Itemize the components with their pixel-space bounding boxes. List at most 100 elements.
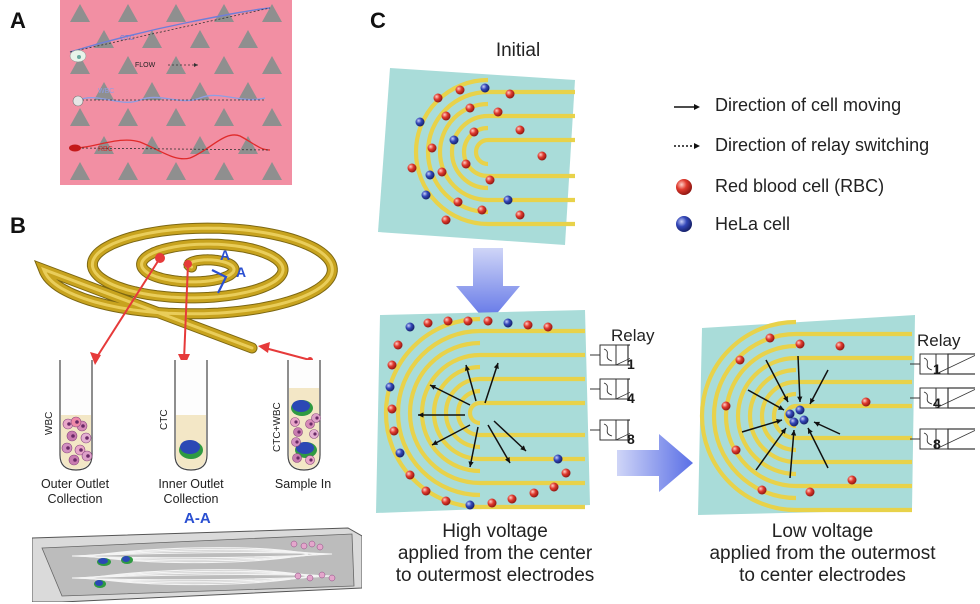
arrow-head [418,412,424,418]
cell-movement-arrows [418,362,527,468]
pillar [94,82,114,100]
flow-label: FLOW [135,62,156,69]
rbc-cell [393,340,403,350]
rbc-cell [421,486,431,496]
flow-arrow-head [194,63,198,67]
rbc-cell [465,103,475,113]
wbc-nucleus [309,458,313,462]
relay-number: 8 [627,431,635,447]
electrode-array [413,77,575,227]
rbc-cell [537,151,547,161]
rbc-cell [461,159,471,169]
ctc-label: CTC [120,35,134,42]
tube-side-label: CTC [159,409,170,430]
electrode-arc [747,367,797,465]
rbc-cell [477,205,487,215]
legend-hela: HeLa cell [715,214,791,234]
hela-cell [395,448,405,458]
panel-c-label: C [370,8,386,33]
chip-substrate [698,315,915,515]
outer-outlet-arrow [94,257,161,361]
pillar [166,108,186,126]
rbc-cell [805,487,815,497]
relay-diagonal [935,389,975,409]
section-marker-bottom: A [236,264,246,280]
electrode-arc [443,376,481,450]
hela-cell [405,322,415,332]
hela-cell [799,415,809,425]
relay-winding [603,382,613,396]
electrode-arc [723,343,797,489]
pillar [214,108,234,126]
arrow-head [790,430,797,436]
legend-icons [674,104,700,232]
initial-label: Initial [495,40,541,61]
rbc-cell [515,210,525,220]
pillar [118,4,138,22]
movement-arrow [484,362,499,404]
rbc-cell [387,360,397,370]
pillar [262,56,282,74]
relay-diagonal [615,432,630,441]
wbc-trajectory [77,94,266,103]
electrode-arc [449,113,489,191]
relay-diagonal [935,355,975,375]
ctc-nucleus [77,55,81,59]
rbc-reference-line [77,147,271,151]
electrode-arc [467,400,481,426]
wbc-cells [61,416,93,466]
rbc-cell [423,318,433,328]
panel-a-diagram: CTC FLOW WBC RBC [60,0,292,185]
chip-low-voltage [698,315,975,515]
rbc-cell [463,316,473,326]
wbc-nucleus [79,448,83,452]
ctc-nucleus-blue [296,442,314,454]
panel-b-tubes: WBC CTC CTC+WBC [44,360,321,471]
rbc-cell [731,445,741,455]
relay-block [910,353,975,450]
pillar [238,30,258,48]
sample-in-arrow [264,347,311,361]
electrode-arc [407,340,481,486]
wbc-label: WBC [98,88,114,95]
wbc-nucleus [294,420,298,424]
rbc-cell [835,341,845,351]
movement-arrow [429,384,471,406]
pillar [214,56,234,74]
hela-cell [480,83,490,93]
movement-arrow [431,424,471,446]
electrode-arc [419,352,481,474]
wbc-cell [72,95,84,107]
wbc-nucleus [309,422,313,426]
sample-in-arrowhead [258,342,270,353]
arrow-head [520,445,526,451]
rbc-cell [405,470,415,480]
wbc-nucleus [66,446,70,450]
tube-side-label: CTC+WBC [272,402,283,452]
rbc-cell [561,468,571,478]
pillar [166,4,186,22]
cells [385,316,571,510]
electrode-arc [473,137,489,167]
pillar [118,56,138,74]
blue-cell-icon [676,216,692,232]
pillar [166,162,186,180]
ctc-nucleus-blue [180,440,200,454]
relay-winding [923,391,933,405]
hela-cell [385,382,395,392]
relay-diagonal [615,357,630,366]
spiral-channel [33,222,338,354]
panel-a-label: A [10,8,26,33]
tube-outer-outlet: WBC [44,360,93,471]
rbc-cell [861,397,871,407]
pillar [70,4,90,22]
solid-arrow-icon [674,104,700,110]
tube-caption-outer: Outer Outlet Collection [40,477,110,506]
dotted-arrow-icon [674,143,700,149]
relay-coil [599,419,617,441]
rbc-cell [765,333,775,343]
relay-number: 1 [627,356,635,372]
rbc-cell [721,401,731,411]
movement-arrow [741,419,783,433]
section-marker-top: A [220,247,230,263]
